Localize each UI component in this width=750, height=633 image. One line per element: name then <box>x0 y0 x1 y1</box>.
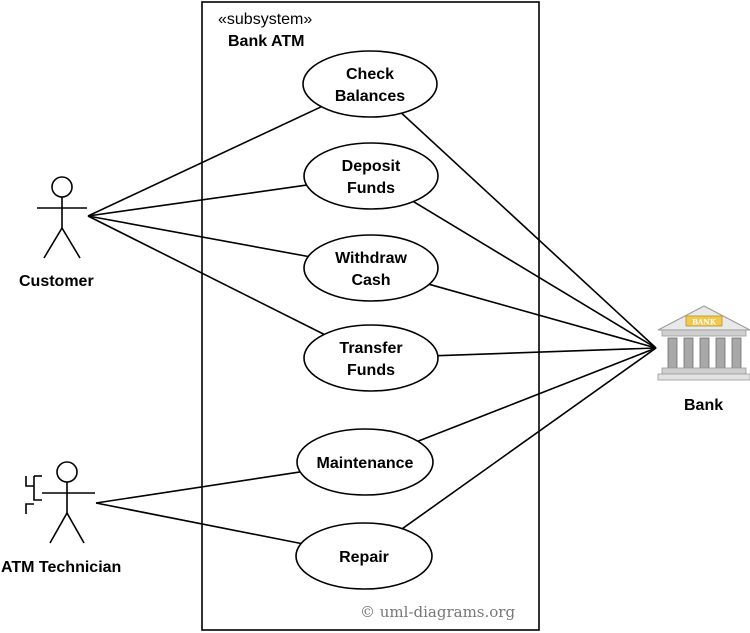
use-case-ellipse <box>303 142 439 210</box>
actor-customer-label: Customer <box>19 273 94 290</box>
use-case-label: Deposit <box>342 158 401 175</box>
association-bank-transfer-funds <box>437 347 657 357</box>
use-case-label: Funds <box>347 180 395 197</box>
use-case-label: Balances <box>335 88 405 105</box>
use-case-label: Funds <box>347 362 395 379</box>
bank-building-icon: BANK <box>657 305 750 381</box>
actor-bank-label: Bank <box>684 397 723 414</box>
use-case-maintenance[interactable]: Maintenance <box>296 428 434 496</box>
association-customer-deposit-funds <box>87 184 307 217</box>
subsystem-name: Bank ATM <box>228 33 304 50</box>
bank-sign-text: BANK <box>692 318 717 327</box>
use-cases: CheckBalancesDepositFundsWithdrawCashTra… <box>295 50 439 590</box>
use-case-ellipse <box>303 324 439 392</box>
actor-atm-technician-label: ATM Technician <box>1 559 121 576</box>
use-case-label: Repair <box>339 549 389 566</box>
association-bank-deposit-funds <box>412 200 657 349</box>
association-customer-withdraw-cash <box>87 215 309 258</box>
association-bank-maintenance <box>417 347 657 443</box>
association-customer-check-balances <box>87 105 322 217</box>
associations <box>87 105 657 545</box>
actor-bank[interactable]: BANK Bank <box>657 305 750 414</box>
use-case-ellipse <box>295 522 433 590</box>
subsystem-boundary <box>201 1 540 631</box>
use-case-label: Transfer <box>339 340 402 357</box>
actor-atm-technician[interactable]: ATM Technician <box>1 461 121 576</box>
association-technician-repair <box>95 502 302 545</box>
stick-figure-icon <box>37 176 87 259</box>
use-case-ellipse <box>296 428 434 496</box>
use-case-label: Cash <box>351 272 390 289</box>
robot-stick-figure-icon <box>25 461 95 544</box>
use-case-repair[interactable]: Repair <box>295 522 433 590</box>
use-case-ellipse <box>303 234 439 302</box>
association-technician-maintenance <box>95 471 301 504</box>
use-case-label: Maintenance <box>317 455 414 472</box>
subsystem-stereotype: «subsystem» <box>218 11 312 28</box>
use-case-label: Withdraw <box>335 250 407 267</box>
association-bank-repair <box>401 347 657 530</box>
association-customer-transfer-funds <box>87 215 325 336</box>
association-bank-withdraw-cash <box>428 283 657 349</box>
use-case-ellipse <box>302 50 438 118</box>
copyright-notice: © uml-diagrams.org <box>360 603 515 621</box>
actor-customer[interactable]: Customer <box>19 176 94 290</box>
use-case-label: Check <box>346 66 394 83</box>
association-bank-check-balances <box>400 112 657 349</box>
